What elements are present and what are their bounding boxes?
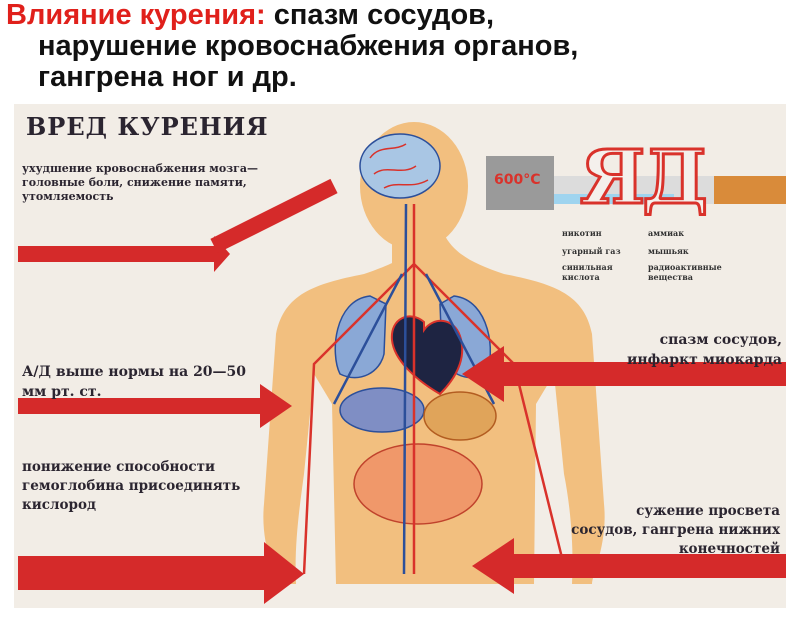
poison-item: радиоактивные вещества <box>648 262 722 282</box>
poison-item: никотин <box>562 228 602 238</box>
hemoglobin-text: понижение способности гемоглобина присое… <box>22 459 241 513</box>
poison-item: угарный газ <box>562 246 621 256</box>
poster: ВРЕД КУРЕНИЯ ухудшение кровоснабжения мо… <box>14 104 786 608</box>
cigarette-illustration <box>486 156 786 210</box>
arrow-brain <box>18 178 338 272</box>
poison-word: ЯД <box>578 135 709 221</box>
slide-title-line3: гангрена ног и др. <box>38 61 297 93</box>
brain-illustration <box>359 133 441 199</box>
poster-illustration <box>18 122 786 604</box>
arrow-blood-pressure <box>18 384 292 428</box>
temperature-label: 600°C <box>494 172 541 188</box>
slide-title-accent: Влияние курения: <box>6 0 266 31</box>
heart-illustration <box>390 315 464 396</box>
poison-item: синильная кислота <box>562 262 613 282</box>
slide-title: Влияние курения: спазм сосудов, нарушени… <box>6 0 796 93</box>
vessel-narrowing-text: сужение просвета сосудов, гангрена нижни… <box>571 503 780 557</box>
slide-title-line2: нарушение кровоснабжения органов, <box>38 30 579 62</box>
arrow-legs <box>472 538 786 594</box>
slide-title-line1: спазм сосудов, <box>273 0 495 31</box>
arrow-heart <box>462 346 786 402</box>
vascular-spasm-text: спазм сосудов, инфаркт миокарда <box>626 332 782 368</box>
arrow-hemoglobin <box>18 542 304 604</box>
poison-item: мышьяк <box>648 246 689 256</box>
poison-item: аммиак <box>648 228 684 238</box>
brain-effect-text: ухудшение кровоснабжения мозга— головные… <box>22 162 259 203</box>
abdominal-organs <box>339 387 497 525</box>
poster-title: ВРЕД КУРЕНИЯ <box>26 112 269 141</box>
blood-pressure-text: А/Д выше нормы на 20—50 мм рт. ст. <box>22 364 247 400</box>
